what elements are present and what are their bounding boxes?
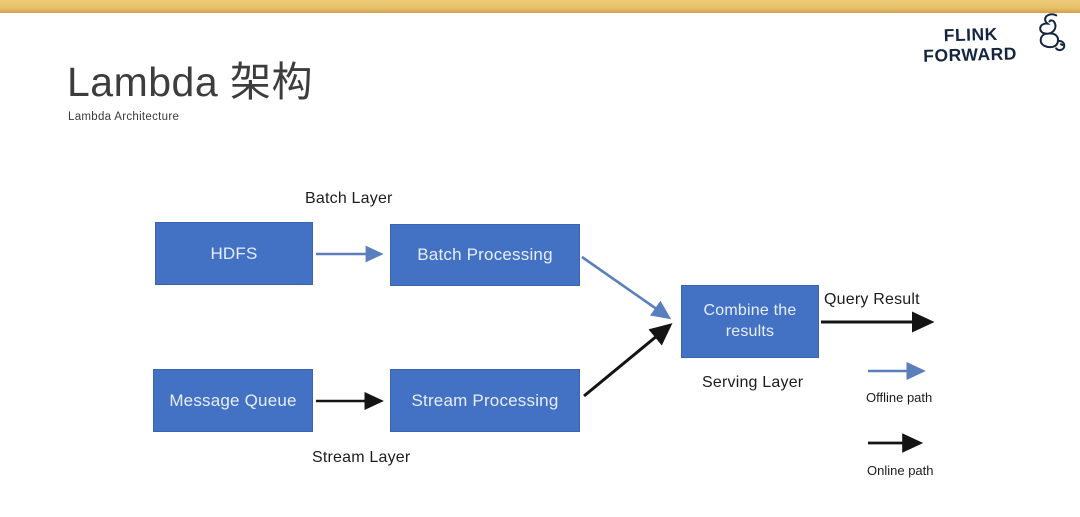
arrow-batch-processing-to-combine [581, 255, 672, 320]
batch-layer-label: Batch Layer [305, 190, 393, 207]
node-message-queue-label: Message Queue [169, 390, 297, 410]
page-title: Lambda 架构 [67, 59, 314, 105]
node-batch-processing-label: Batch Processing [417, 245, 553, 264]
legend-offline-path-label: Offline path [866, 390, 933, 405]
node-message-queue: Message Queue [153, 369, 313, 432]
node-hdfs-label: HDFS [210, 243, 258, 263]
serving-layer-label: Serving Layer [702, 374, 804, 391]
legend-online-path-label: Online path [867, 463, 934, 478]
flink-forward-logo: FLINK FORWARD [923, 13, 1066, 66]
node-combine-results-label: Combine the results [703, 301, 797, 340]
page-subtitle: Lambda Architecture [68, 111, 180, 123]
node-hdfs: HDFS [155, 222, 313, 285]
top-accent-bar [0, 0, 1080, 13]
query-result-label: Query Result [824, 291, 920, 308]
squirrel-icon [1039, 13, 1066, 52]
node-stream-processing: Stream Processing [390, 369, 580, 432]
node-combine-results: Combine the results [681, 285, 819, 358]
node-stream-processing-label: Stream Processing [411, 390, 559, 410]
node-batch-processing: Batch Processing [390, 224, 580, 286]
arrow-stream-processing-to-combine [583, 323, 673, 398]
stream-layer-label: Stream Layer [312, 449, 411, 466]
